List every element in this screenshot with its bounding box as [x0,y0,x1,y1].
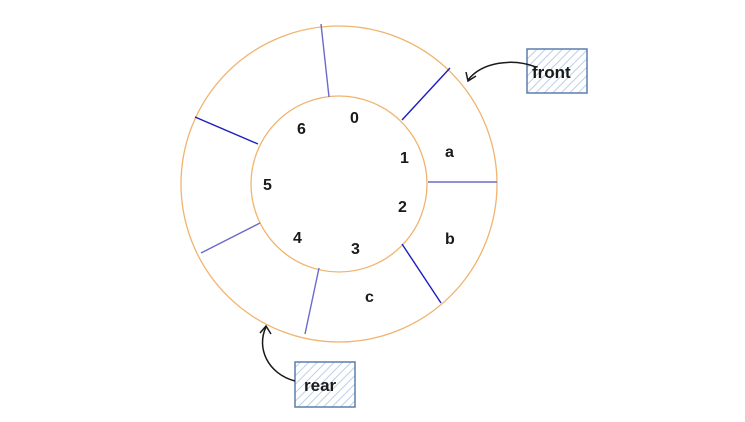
slot-index-0: 0 [350,110,359,127]
divider-5-6 [194,116,259,145]
rear-pointer: rear [259,324,356,408]
front-pointer: front [465,48,588,94]
outer-ring [180,25,498,343]
front-arrowhead [465,71,477,83]
slot-index-6: 6 [297,121,306,138]
slot-index-5: 5 [263,177,272,194]
divider-6-0 [320,23,330,98]
slot-index-4: 4 [293,230,302,247]
divider-2-3 [401,243,442,304]
element-slot-3: c [365,289,374,306]
front-label: front [532,63,571,82]
divider-4-5 [200,222,261,254]
inner-ring [250,95,428,273]
element-slot-1: a [445,144,454,161]
element-slot-2: b [445,231,455,248]
front-arrow [467,61,537,81]
divider-3-4 [304,267,320,335]
slot-dividers [194,23,497,335]
divider-0-1 [401,67,451,121]
queue-elements: a b c [365,144,455,306]
front-box [526,48,588,94]
rear-arrowhead [259,324,272,335]
slot-index-2: 2 [398,199,407,216]
slot-indices: 0 1 2 3 4 5 6 [263,110,409,258]
slot-index-3: 3 [351,241,360,258]
slot-index-1: 1 [400,150,409,167]
rear-arrow [261,326,296,382]
rear-box [294,361,356,408]
rear-label: rear [304,376,337,395]
